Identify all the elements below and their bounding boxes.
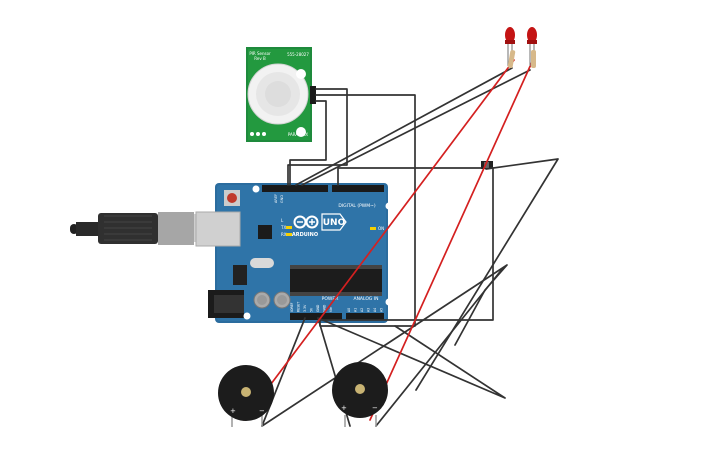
reset-button[interactable] [227, 193, 237, 203]
piezo-buzzer-1[interactable]: + − [218, 365, 274, 427]
l-label: L [281, 218, 284, 223]
power-pin-label-1: RESET [297, 302, 301, 312]
power-pin-label-5: GND [323, 304, 327, 312]
analog-pin-label-0: A0 [347, 308, 351, 312]
power-label: POWER [322, 296, 339, 302]
tx-label: TX [280, 225, 286, 230]
digital-header-low[interactable] [262, 185, 328, 192]
power-pin-label-3: 5V [310, 307, 314, 312]
black-wires[interactable] [261, 67, 559, 427]
analog-pin-label-3: A3 [367, 308, 371, 312]
uno-badge [321, 213, 347, 231]
pir-brand: PARALLAX [288, 132, 309, 137]
analog-pin-label-1: A1 [354, 308, 358, 312]
arduino-uno-board[interactable]: ARDUINO UNO DIGITAL (PWM~) TX RX ON L PO… [195, 183, 393, 323]
piezo-buzzer-2[interactable]: + − [332, 362, 388, 427]
gnd-label: GND [280, 195, 284, 203]
arduino-model: UNO [323, 218, 346, 228]
arduino-brand: ARDUINO [292, 232, 318, 238]
power-pin-label-0: IOREF [290, 302, 294, 312]
analog-label: ANALOG IN [353, 296, 378, 302]
analog-pin-label-2: A2 [360, 308, 364, 312]
buzzer-1-minus: − [259, 407, 265, 415]
atmega-chip [290, 268, 382, 292]
pir-sensor[interactable]: PIR Sensor Rev B 555-28027 PARALLAX [246, 47, 316, 142]
analog-pin-label-4: A4 [373, 308, 377, 312]
power-pin-label-2: 3.3V [303, 304, 307, 312]
power-pin-label-6: Vin [329, 307, 333, 312]
digital-label: DIGITAL (PWM~) [338, 203, 376, 209]
rx-label: RX [281, 232, 287, 237]
analog-pin-label-5: A5 [380, 308, 384, 312]
on-label: ON [378, 226, 384, 231]
aref-label: AREF [274, 194, 278, 203]
slide-switch[interactable] [481, 161, 493, 169]
led-2[interactable] [527, 27, 537, 68]
pir-rev: Rev B [254, 56, 266, 61]
buzzer-2-plus: + [341, 404, 347, 412]
buzzer-2-minus: − [372, 404, 378, 412]
buzzer-1-plus: + [230, 407, 236, 415]
pir-part-number: 555-28027 [287, 52, 309, 57]
power-header[interactable] [290, 313, 342, 320]
pir-pins[interactable] [310, 86, 316, 104]
red-wires[interactable] [243, 59, 533, 421]
analog-header[interactable] [346, 313, 384, 320]
arduino-logo [293, 215, 319, 229]
pir-title: PIR Sensor [249, 51, 271, 56]
digital-header-high[interactable] [332, 185, 384, 192]
power-pin-label-4: GND [316, 304, 320, 312]
led-1[interactable] [505, 27, 516, 69]
